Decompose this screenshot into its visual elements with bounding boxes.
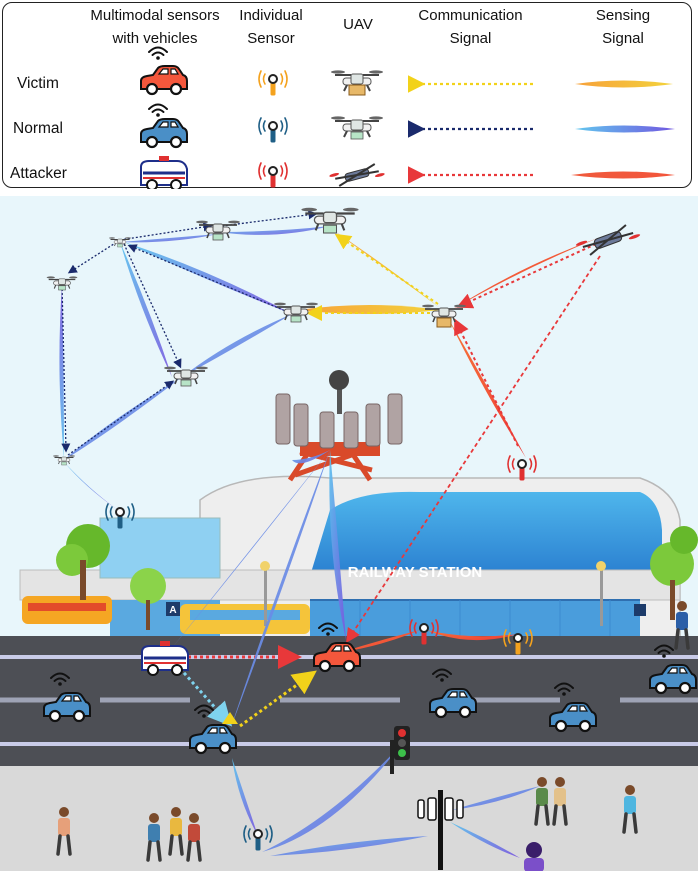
legend-header-vehicles-line2: with vehicles <box>112 30 198 47</box>
legend-header-sensor-line1: Individual <box>239 7 303 24</box>
attacker-to-normal-car-arrow <box>174 662 233 727</box>
victim-sensing-beams <box>298 228 440 314</box>
traffic-light-icon <box>390 726 410 774</box>
attacker-car-icon <box>141 641 189 676</box>
legend-header-vehicles: Multimodal sensors with vehicles <box>75 4 235 50</box>
legend-victim-sensor-icon <box>258 70 288 96</box>
warning-triangle-icon <box>222 712 238 724</box>
victim-uav-icon <box>421 303 467 328</box>
legend-header-sensor: Individual Sensor <box>231 4 311 50</box>
legend-victim-sensing-beam <box>575 80 673 88</box>
legend-victim-wifi-icon <box>148 46 168 61</box>
legend-row-victim-label: Victim <box>17 75 59 92</box>
legend-victim-drone-icon <box>330 69 384 96</box>
attacker-sensor-to-victim-arrow <box>454 318 519 447</box>
uav-comm-links <box>61 210 318 456</box>
legend-header-sensing: Sensing Signal <box>573 4 673 50</box>
pedestrians <box>56 599 690 871</box>
legend-normal-sensor-icon <box>258 117 288 143</box>
legend-row-attacker-label: Attacker <box>10 165 67 182</box>
base-station-tower <box>275 370 403 482</box>
uav-fleet <box>45 206 641 466</box>
legend-attacker-sensor-icon <box>258 162 288 188</box>
street-sensing-beams <box>232 746 540 858</box>
attacker-uav-icon <box>575 224 641 256</box>
normal-to-victim-comm-arrow <box>239 670 317 728</box>
legend-icons <box>139 46 675 189</box>
legend-attacker-sensing-beam <box>571 171 675 179</box>
legend-header-uav: UAV <box>343 16 373 33</box>
legend-normal-drone-icon <box>330 115 384 140</box>
sidewalk <box>0 766 698 871</box>
legend-victim-car-icon <box>139 64 189 96</box>
legend-header-comm-line1: Communication <box>418 7 523 24</box>
railway-station: RAILWAY STATION <box>19 475 681 641</box>
legend-header-sensor-line2: Sensor <box>247 30 295 47</box>
tower-sensing-beams <box>172 450 346 730</box>
attacker-drone-to-victim-arrow <box>456 243 597 309</box>
legend-header-sensing-line2: Signal <box>602 30 644 47</box>
legend-row-normal-label: Normal <box>13 120 63 137</box>
station-glass-roof <box>310 491 662 576</box>
urban-scene: RAILWAY STATION A <box>0 196 698 871</box>
legend-header-comm-line2: Signal <box>449 30 492 47</box>
legend-attacker-car-icon <box>140 156 188 189</box>
victim-uav-comm-arrow <box>334 233 439 305</box>
legend-attacker-drone-icon <box>329 163 385 187</box>
legend-header-sensing-line1: Sensing <box>595 7 651 24</box>
background-props: A <box>22 524 698 634</box>
legend-normal-sensing-beam <box>575 125 675 133</box>
legend-normal-wifi-icon <box>148 103 168 118</box>
legend-header-comm: Communication Signal <box>398 4 543 50</box>
legend-normal-car-icon <box>139 117 189 149</box>
legend-box: Multimodal sensors with vehicles Individ… <box>2 2 692 189</box>
street-base-station-icon <box>417 790 464 870</box>
legend-header-vehicles-line1: Multimodal sensors <box>90 7 220 24</box>
bus-stop-sign: A <box>169 605 176 616</box>
station-sign: RAILWAY STATION <box>348 564 482 581</box>
